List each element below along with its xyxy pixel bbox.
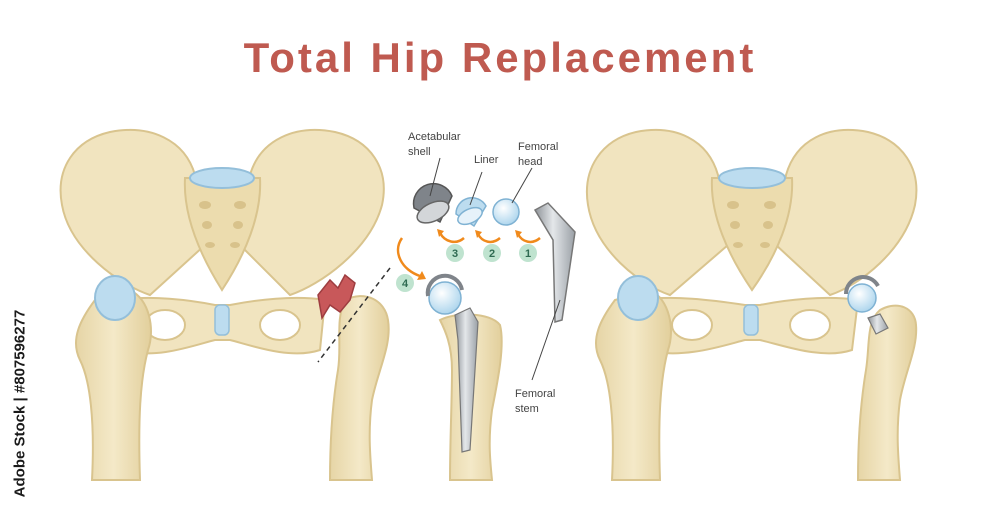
step-badge-4: 4 xyxy=(396,274,414,292)
left-iliac-wing xyxy=(59,128,207,297)
acetabular-shell xyxy=(412,182,453,224)
sacral-foramina-after xyxy=(727,201,776,248)
femoral-stem xyxy=(533,202,576,323)
sacrum-after xyxy=(710,177,794,292)
label-femoral-stem-line1: Femoral xyxy=(515,388,555,400)
left-femur-after xyxy=(595,288,672,481)
label-acetabular-shell-line1: Acetabular xyxy=(408,131,461,143)
step-number-3: 3 xyxy=(452,248,458,260)
implant-components: Acetabular shell Liner Femoral head Femo… xyxy=(396,131,576,481)
arrow-heads xyxy=(417,229,522,280)
page-title: Total Hip Replacement xyxy=(243,34,757,81)
pelvis-before-surgery xyxy=(59,128,391,481)
pubic-symphysis xyxy=(214,304,230,336)
left-femur xyxy=(75,288,152,481)
installed-hip-implant xyxy=(844,275,889,335)
pelvis-after-surgery xyxy=(585,128,918,481)
arrow-step-1 xyxy=(516,233,541,244)
inserted-stem xyxy=(454,307,479,453)
label-femoral-stem-line2: stem xyxy=(515,403,539,415)
right-iliac-wing xyxy=(238,128,385,297)
step-number-4: 4 xyxy=(402,278,409,290)
vertebral-disc-after xyxy=(718,167,786,189)
right-femur-after xyxy=(856,304,918,481)
label-liner: Liner xyxy=(474,154,499,166)
vertebral-disc xyxy=(189,167,255,189)
assembled-shell xyxy=(425,273,464,297)
label-femoral-head-line2: head xyxy=(518,156,542,168)
step-badge-3: 3 xyxy=(446,244,464,262)
arrow-step-3 xyxy=(438,232,465,244)
leader-femoral-head xyxy=(511,167,533,204)
assembled-head xyxy=(428,281,462,315)
label-acetabular-shell-line2: shell xyxy=(408,146,431,158)
step-number-1: 1 xyxy=(525,248,531,260)
left-hip-cartilage xyxy=(94,275,136,321)
leader-acetabular-shell xyxy=(429,157,441,197)
leader-liner xyxy=(469,171,483,206)
obturator-foramen-right-after xyxy=(789,309,831,341)
step-badge-1: 1 xyxy=(519,244,537,262)
sacral-foramina xyxy=(199,201,246,248)
step-arrows xyxy=(396,232,541,278)
step-number-2: 2 xyxy=(489,248,495,260)
arthritic-joint-damage xyxy=(317,273,356,321)
pubic-symphysis-after xyxy=(743,304,759,336)
femoral-head-ball xyxy=(492,198,520,226)
obturator-foramen-right xyxy=(259,309,301,341)
resection-line xyxy=(317,267,391,363)
assembled-implant-in-femur xyxy=(425,273,503,481)
step-badge-2: 2 xyxy=(483,244,501,262)
right-femur-damaged xyxy=(328,295,390,481)
label-femoral-head-line1: Femoral xyxy=(518,141,558,153)
left-iliac-wing-after xyxy=(585,128,730,297)
sacrum xyxy=(183,177,262,292)
arrow-step-2 xyxy=(476,233,501,244)
obturator-foramen-left-after xyxy=(671,309,713,341)
right-iliac-wing-after xyxy=(774,128,918,297)
arrow-step-4 xyxy=(396,237,421,278)
leader-femoral-stem xyxy=(531,299,561,381)
left-hip-cartilage-after xyxy=(617,275,659,321)
liner xyxy=(455,197,487,228)
